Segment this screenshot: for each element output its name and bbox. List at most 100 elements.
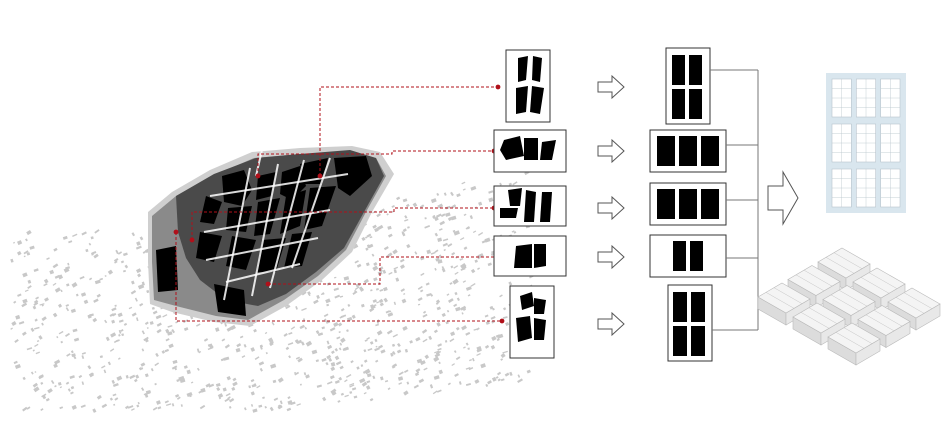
context-building bbox=[59, 406, 64, 410]
context-building bbox=[162, 314, 168, 318]
bracket-connector bbox=[710, 69, 759, 331]
context-building bbox=[90, 252, 94, 256]
context-building bbox=[334, 348, 339, 352]
extracted-building bbox=[500, 208, 518, 218]
context-building bbox=[346, 316, 353, 322]
context-building bbox=[447, 243, 453, 248]
abstract-building bbox=[701, 189, 719, 219]
context-building bbox=[450, 191, 454, 197]
context-building bbox=[136, 404, 140, 408]
context-building bbox=[372, 375, 376, 380]
context-building bbox=[141, 348, 145, 352]
context-building bbox=[130, 289, 137, 295]
context-building bbox=[456, 297, 460, 302]
context-building bbox=[157, 406, 162, 410]
context-building bbox=[155, 314, 162, 320]
context-building bbox=[526, 369, 531, 374]
context-building bbox=[442, 238, 449, 242]
context-building bbox=[127, 405, 134, 409]
context-building bbox=[67, 262, 70, 266]
context-building bbox=[467, 294, 471, 297]
context-building bbox=[143, 392, 147, 396]
abstract-building bbox=[672, 55, 685, 85]
context-building bbox=[455, 306, 461, 312]
context-building bbox=[434, 267, 437, 271]
context-building bbox=[90, 236, 94, 240]
context-building bbox=[375, 323, 379, 327]
context-building bbox=[363, 359, 368, 363]
context-building bbox=[73, 283, 76, 287]
extracted-building bbox=[500, 136, 524, 160]
context-building bbox=[308, 294, 311, 297]
context-building bbox=[215, 327, 220, 332]
context-building bbox=[321, 292, 325, 295]
context-building bbox=[327, 344, 333, 350]
context-building bbox=[465, 226, 470, 230]
context-building bbox=[372, 299, 378, 303]
leader-dot bbox=[173, 229, 179, 235]
context-building bbox=[325, 298, 331, 304]
context-building bbox=[25, 238, 28, 242]
context-building bbox=[221, 338, 226, 342]
leader-end-dot bbox=[499, 318, 505, 324]
context-building bbox=[330, 362, 336, 367]
step-arrows bbox=[597, 74, 625, 337]
context-building bbox=[393, 269, 397, 274]
context-building bbox=[441, 266, 445, 270]
context-building bbox=[224, 344, 230, 349]
context-building bbox=[23, 255, 26, 258]
context-building bbox=[14, 339, 19, 343]
context-building bbox=[264, 405, 268, 409]
extracted-blocks bbox=[493, 49, 567, 359]
context-building bbox=[52, 263, 59, 269]
context-building bbox=[270, 363, 277, 369]
context-building bbox=[365, 262, 370, 267]
context-building bbox=[379, 288, 384, 292]
context-building bbox=[422, 338, 428, 343]
context-building bbox=[434, 216, 439, 222]
context-building bbox=[321, 357, 327, 362]
context-building bbox=[154, 362, 160, 367]
context-building bbox=[417, 303, 421, 306]
context-building bbox=[43, 283, 48, 287]
context-building bbox=[131, 232, 136, 237]
context-building bbox=[334, 294, 341, 299]
context-building bbox=[452, 229, 456, 233]
context-building bbox=[356, 263, 362, 268]
context-building bbox=[60, 340, 64, 344]
context-building bbox=[117, 251, 123, 255]
context-building bbox=[114, 397, 119, 401]
context-building bbox=[145, 390, 151, 395]
context-building bbox=[386, 329, 393, 335]
context-building bbox=[379, 298, 384, 304]
context-building bbox=[176, 396, 181, 400]
context-building bbox=[186, 369, 191, 375]
context-building bbox=[329, 375, 335, 380]
context-building bbox=[419, 360, 426, 366]
context-building bbox=[70, 308, 76, 314]
context-building bbox=[455, 326, 460, 331]
context-building bbox=[436, 322, 441, 327]
context-building bbox=[92, 408, 97, 413]
context-building bbox=[253, 383, 257, 387]
context-building bbox=[434, 232, 439, 237]
context-building bbox=[224, 322, 227, 327]
context-building bbox=[492, 307, 495, 311]
context-building bbox=[354, 286, 360, 291]
context-building bbox=[272, 379, 277, 384]
context-building bbox=[369, 236, 373, 239]
context-building bbox=[22, 272, 28, 278]
context-building bbox=[349, 382, 355, 386]
district-building bbox=[156, 246, 178, 292]
extracted-building bbox=[524, 190, 536, 222]
context-building bbox=[476, 346, 482, 351]
context-building bbox=[262, 396, 265, 400]
context-building bbox=[343, 276, 350, 281]
context-building bbox=[367, 348, 373, 352]
context-building bbox=[180, 404, 183, 407]
context-building bbox=[112, 393, 117, 397]
context-building bbox=[454, 271, 459, 275]
axo-box-line bbox=[795, 274, 825, 292]
context-building bbox=[478, 201, 483, 206]
context-building bbox=[113, 258, 119, 262]
